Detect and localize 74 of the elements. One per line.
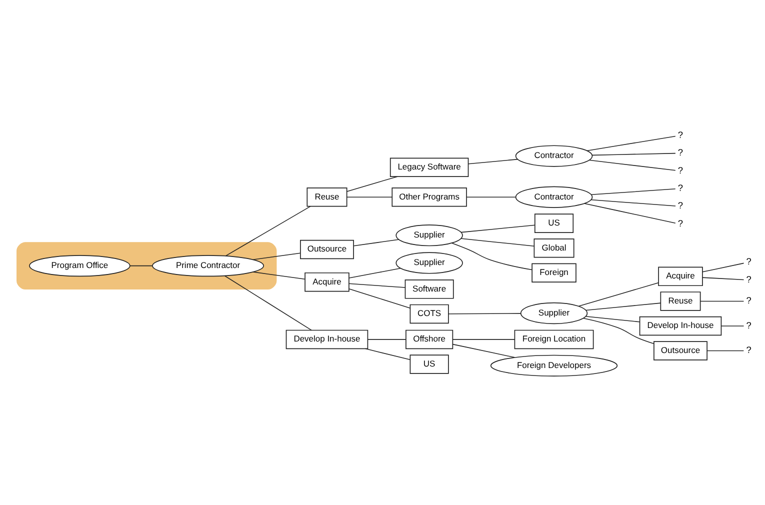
connector: [586, 135, 676, 151]
node-box: COTS: [410, 304, 449, 324]
connector: [252, 252, 301, 260]
connector: [224, 275, 312, 330]
connector: [592, 152, 676, 156]
node-box: Legacy Software: [390, 157, 469, 176]
node-text: ?: [746, 320, 752, 330]
node-ellipse: Foreign Developers: [490, 354, 618, 376]
connector: [468, 158, 518, 164]
connector: [588, 159, 676, 170]
node-ellipse: Prime Contractor: [152, 254, 264, 276]
node-box: Offshore: [406, 329, 454, 349]
cluster: [16, 242, 277, 290]
node-box: Software: [404, 279, 454, 298]
node-ellipse: Contractor: [515, 144, 593, 166]
connector: [702, 276, 744, 280]
node-box: Reuse: [660, 291, 701, 310]
node-text: ?: [746, 295, 752, 306]
node-box: US: [410, 354, 449, 374]
connector: [348, 282, 406, 288]
connector: [700, 300, 744, 302]
connector: [460, 224, 536, 232]
node-box: Outsource: [654, 340, 708, 360]
node-ellipse: Program Office: [29, 254, 130, 276]
node-box: Global: [534, 238, 574, 258]
node-text: ?: [678, 147, 684, 158]
connector: [578, 282, 659, 306]
connector: [364, 348, 410, 360]
connector: [702, 262, 744, 272]
connector: [590, 188, 676, 195]
connector: [586, 302, 661, 310]
node-ellipse: Supplier: [396, 252, 463, 274]
node-box: Acquire: [658, 266, 703, 286]
connector: [367, 338, 406, 340]
connector: [452, 343, 515, 358]
connector: [583, 317, 654, 344]
connector: [466, 196, 516, 197]
connector: [584, 202, 676, 223]
connector: [348, 267, 402, 278]
connector: [252, 271, 306, 279]
connector: [590, 198, 676, 206]
connector: [706, 350, 744, 351]
node-box: Other Programs: [392, 186, 467, 206]
node-text: ?: [678, 200, 684, 210]
connector: [452, 242, 532, 270]
node-box: Outsource: [300, 239, 354, 259]
connector: [346, 196, 392, 197]
node-text: ?: [678, 218, 684, 228]
connector: [460, 238, 534, 246]
connector: [353, 238, 400, 246]
connector: [585, 316, 640, 322]
connector: [720, 325, 744, 326]
node-box: Develop In-house: [286, 329, 368, 349]
node-ellipse: Contractor: [515, 186, 593, 208]
connector: [448, 312, 522, 314]
node-text: ?: [746, 256, 752, 266]
node-text: ?: [746, 274, 752, 284]
node-text: ?: [678, 182, 684, 193]
connector: [129, 264, 153, 266]
connector: [346, 176, 398, 192]
node-box: Develop In-house: [639, 316, 722, 336]
node-text: ?: [678, 129, 684, 140]
connector: [348, 288, 410, 308]
node-box: US: [534, 213, 574, 232]
node-box: Foreign: [532, 262, 576, 282]
node-text: ?: [678, 164, 684, 175]
connector: [225, 205, 311, 256]
node-ellipse: Supplier: [396, 224, 463, 246]
node-box: Foreign Location: [514, 329, 594, 349]
node-box: Reuse: [306, 186, 348, 206]
node-box: Acquire: [304, 272, 350, 292]
connector: [452, 338, 515, 340]
node-text: ?: [746, 344, 752, 355]
node-ellipse: Supplier: [520, 302, 588, 324]
